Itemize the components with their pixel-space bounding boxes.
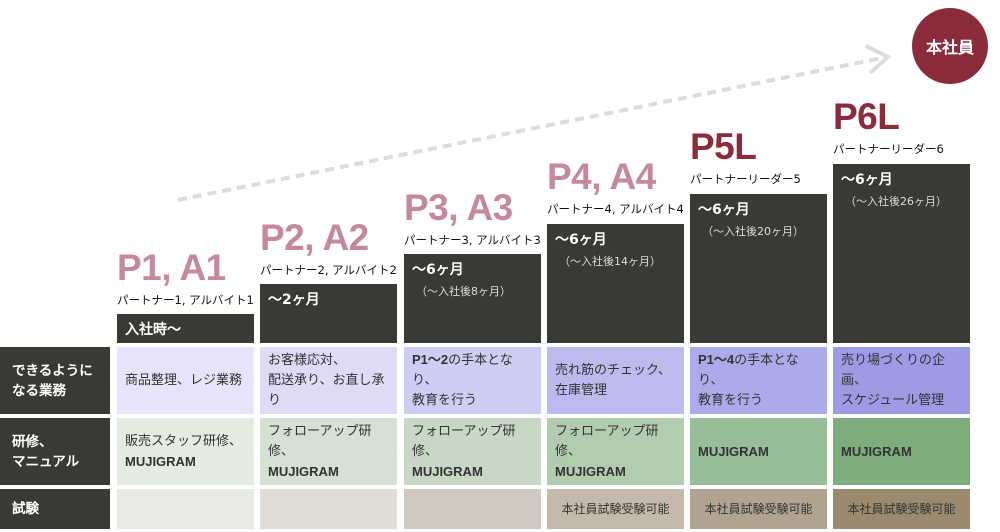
task-cell: P1〜4の手本となり、 教育を行う [690,347,827,414]
task-cell: 売れ筋のチェック、 在庫管理 [547,347,684,414]
level-duration-box: 〜6ヶ月 （〜入社後14ヶ月） [547,224,684,343]
training-text-bold: MUJIGRAM [555,463,626,479]
test-cell [117,489,254,529]
training-text-bold: MUJIGRAM [268,463,339,479]
task-text-body: 売れ筋のチェック、 在庫管理 [555,362,671,398]
level-duration: 〜6ヶ月 [555,232,607,248]
level-subtitle: パートナー3, アルバイト3 [404,233,541,247]
row-header-tasks: できるように なる業務 [0,347,110,414]
task-text-bold: P1〜2 [412,352,449,367]
task-text-body: の手本となり、 教育を行う [412,353,513,408]
level-title: P6L [833,96,900,137]
level-duration-note: （〜入社後20ヶ月） [702,225,804,238]
training-cell: フォローアップ研修、 MUJIGRAM [260,418,397,485]
task-text-body: の手本となり、 教育を行う [698,353,799,408]
training-text: MUJIGRAM [841,442,912,462]
test-cell: 本社員試験受験可能 [690,489,827,529]
training-text: フォローアップ研修、 MUJIGRAM [268,422,389,482]
level-duration: 〜6ヶ月 [698,202,750,218]
task-text: お客様応対、 配送承り、お直し承り [268,351,389,411]
level-duration: 〜6ヶ月 [412,262,464,278]
task-text: 売れ筋のチェック、 在庫管理 [555,361,671,401]
training-text-body: フォローアップ研修、 [412,423,516,459]
task-text-bold: P1〜4 [698,352,735,367]
level-duration-note: （〜入社後14ヶ月） [559,255,661,268]
training-cell: フォローアップ研修、 MUJIGRAM [547,418,684,485]
task-text-body: 商品整理、レジ業務 [125,372,243,388]
level-duration-box: 〜2ヶ月 [260,284,397,343]
training-text: フォローアップ研修、 MUJIGRAM [555,422,676,482]
level-title: P5L [690,126,757,167]
training-text: フォローアップ研修、 MUJIGRAM [412,422,533,482]
level-duration-note: （〜入社後8ヶ月） [416,285,511,298]
task-cell: お客様応対、 配送承り、お直し承り [260,347,397,414]
task-text: P1〜4の手本となり、 教育を行う [698,350,819,411]
task-text: 売り場づくりの企画、 スケジュール管理 [841,351,962,411]
training-text-bold: MUJIGRAM [412,463,483,479]
level-duration: 入社時〜 [125,322,181,338]
training-text: MUJIGRAM [698,442,769,462]
level-title: P1, A1 [117,247,226,288]
goal-badge: 本社員 [912,8,988,84]
level-duration-note: （〜入社後26ヶ月） [845,195,947,208]
training-text-bold: MUJIGRAM [698,443,769,459]
training-text: 販売スタッフ研修、 MUJIGRAM [125,432,242,472]
level-title: P4, A4 [547,156,656,197]
level-duration-box: 〜6ヶ月 （〜入社後8ヶ月） [404,254,541,343]
level-subtitle: パートナーリーダー6 [833,142,944,156]
level-subtitle: パートナー1, アルバイト1 [117,293,254,307]
level-duration: 〜6ヶ月 [841,172,893,188]
row-header-test-label: 試験 [12,501,39,517]
training-text-body: フォローアップ研修、 [555,423,659,459]
training-text-bold: MUJIGRAM [841,443,912,459]
level-duration-box: 〜6ヶ月 （〜入社後20ヶ月） [690,194,827,343]
level-subtitle: パートナー2, アルバイト2 [260,263,397,277]
level-title: P2, A2 [260,217,369,258]
task-text-body: 売り場づくりの企画、 スケジュール管理 [841,352,946,408]
training-cell: 販売スタッフ研修、 MUJIGRAM [117,418,254,485]
level-subtitle: パートナーリーダー5 [690,172,801,186]
test-cell: 本社員試験受験可能 [833,489,970,529]
test-cell [260,489,397,529]
task-cell: 商品整理、レジ業務 [117,347,254,414]
row-header-tasks-label: できるように なる業務 [12,362,93,399]
row-header-training-label: 研修、 マニュアル [12,433,80,470]
level-duration-box: 入社時〜 [117,314,254,343]
level-title: P3, A3 [404,187,513,228]
task-text-body: お客様応対、 配送承り、お直し承り [268,352,385,408]
task-text: 商品整理、レジ業務 [125,371,242,391]
task-text: P1〜2の手本となり、 教育を行う [412,350,533,411]
task-cell: 売り場づくりの企画、 スケジュール管理 [833,347,970,414]
row-header-test: 試験 [0,489,110,529]
training-cell: MUJIGRAM [690,418,827,485]
training-text-body: フォローアップ研修、 [268,423,372,459]
level-duration: 〜2ヶ月 [268,292,320,308]
training-text-body: 販売スタッフ研修、 [125,433,243,449]
level-duration-box: 〜6ヶ月 （〜入社後26ヶ月） [833,164,970,343]
training-cell: MUJIGRAM [833,418,970,485]
test-cell: 本社員試験受験可能 [547,489,684,529]
training-text-bold: MUJIGRAM [125,453,196,469]
level-subtitle: パートナー4, アルバイト4 [547,202,684,216]
row-header-training: 研修、 マニュアル [0,418,110,485]
training-cell: フォローアップ研修、 MUJIGRAM [404,418,541,485]
task-cell: P1〜2の手本となり、 教育を行う [404,347,541,414]
test-cell [404,489,541,529]
